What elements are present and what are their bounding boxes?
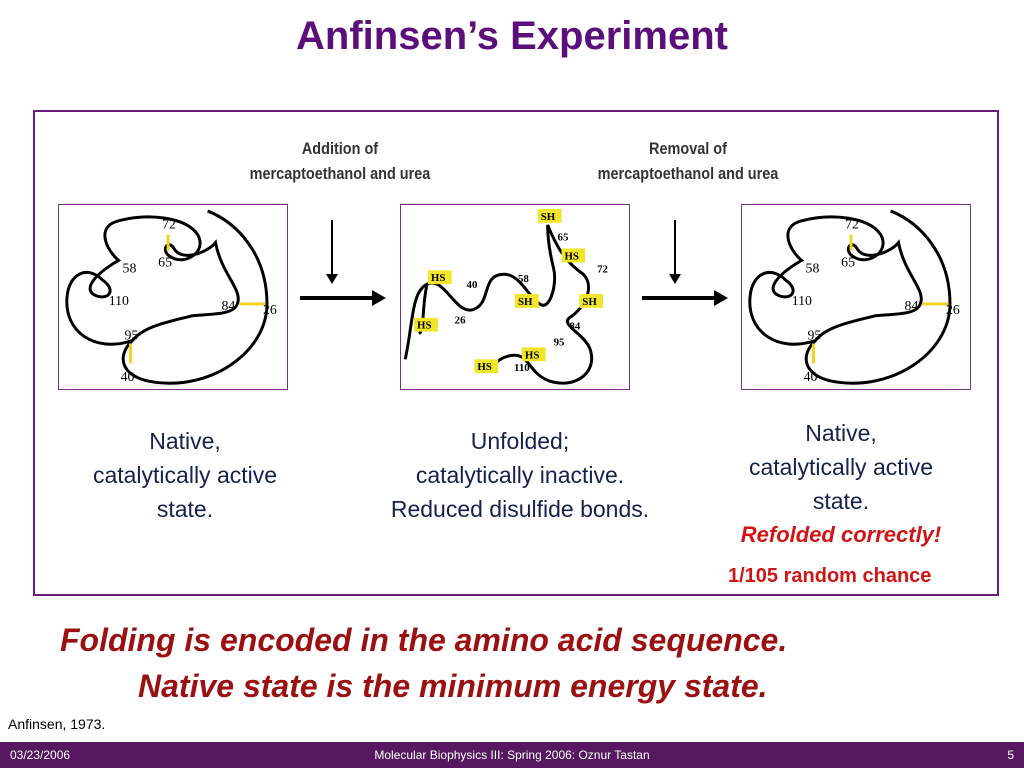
refolded-protein-diagram: 72 65 58 110 84 26 95 40 bbox=[748, 209, 960, 385]
sulfhydryl-label: HS bbox=[564, 250, 579, 262]
sulfhydryl-tag bbox=[561, 248, 586, 263]
sulfhydryl-label: SH bbox=[518, 296, 533, 308]
sulfhydryl-label: HS bbox=[477, 361, 492, 373]
refolded-correctly-note: Refolded correctly! bbox=[740, 522, 942, 547]
refolded-state-line2: catalytically active bbox=[748, 454, 934, 480]
sulfhydryl-tag bbox=[537, 208, 562, 223]
residue-label: 65 bbox=[158, 254, 172, 269]
sulfhydryl-label: HS bbox=[417, 320, 432, 332]
unfolded-state-line3: Reduced disulfide bonds. bbox=[390, 496, 650, 522]
random-chance-note: 1/105 random chance bbox=[728, 565, 932, 587]
sulfhydryl-tag bbox=[515, 294, 539, 308]
residue-label: 72 bbox=[162, 217, 176, 232]
right-arrow-addition bbox=[300, 290, 386, 306]
unfolded-protein-panel: SH HS HS SH SH HS HS HS 65 72 40 58 26 8… bbox=[400, 204, 630, 390]
native-protein-panel: 72 65 58 110 84 26 95 40 bbox=[58, 204, 288, 390]
unfolded-protein-diagram: SH HS HS SH SH HS HS HS 65 72 40 58 26 8… bbox=[403, 208, 608, 385]
step-label-removal-line1: Removal of bbox=[649, 139, 727, 158]
residue-label: 84 bbox=[569, 321, 580, 333]
slide-title: Anfinsen’s Experiment bbox=[296, 14, 728, 58]
native-protein-diagram: 72 65 58 110 84 26 95 40 bbox=[65, 209, 277, 385]
citation: Anfinsen, 1973. bbox=[8, 716, 106, 732]
residue-label: 58 bbox=[123, 260, 137, 275]
refolded-state-description: Native, catalytically active state. Refo… bbox=[706, 416, 976, 552]
residue-label: 58 bbox=[518, 273, 529, 285]
residue-label: 95 bbox=[808, 328, 822, 343]
step-label-addition-line2: mercaptoethanol and urea bbox=[249, 164, 431, 183]
conclusion: Folding is encoded in the amino acid seq… bbox=[60, 617, 1000, 709]
residue-label: 110 bbox=[109, 293, 129, 308]
residue-label: 95 bbox=[554, 336, 565, 348]
down-arrow-removal bbox=[669, 220, 681, 284]
footer-page-number: 5 bbox=[1007, 748, 1014, 762]
native-state-line1: Native, bbox=[149, 428, 221, 454]
native-state-line2: catalytically active bbox=[92, 462, 278, 488]
sulfhydryl-tag bbox=[427, 270, 452, 285]
residue-label: 95 bbox=[125, 328, 139, 343]
refolded-state-line3: state. bbox=[812, 488, 870, 514]
residue-label: 40 bbox=[121, 369, 135, 384]
refolded-state-line1: Native, bbox=[805, 420, 877, 446]
experiment-frame bbox=[33, 110, 999, 596]
step-label-removal: Removal of mercaptoethanol and urea bbox=[573, 136, 803, 186]
residue-label: 84 bbox=[221, 298, 235, 313]
residue-label: 26 bbox=[946, 302, 960, 317]
sulfhydryl-label: HS bbox=[431, 272, 446, 284]
conclusion-line1: Folding is encoded in the amino acid seq… bbox=[60, 622, 788, 658]
residue-label: 26 bbox=[263, 302, 277, 317]
footer-bar: 03/23/2006 Molecular Biophysics III: Spr… bbox=[0, 742, 1024, 768]
refolded-protein-panel: 72 65 58 110 84 26 95 40 bbox=[741, 204, 971, 390]
right-arrow-removal bbox=[642, 290, 728, 306]
native-state-description: Native, catalytically active state. bbox=[60, 424, 310, 526]
residue-label: 84 bbox=[904, 298, 918, 313]
residue-label: 72 bbox=[597, 263, 608, 275]
unfolded-state-description: Unfolded; catalytically inactive. Reduce… bbox=[355, 424, 685, 526]
residue-label: 58 bbox=[806, 260, 820, 275]
down-arrow-addition bbox=[326, 220, 338, 284]
unfolded-state-line2: catalytically inactive. bbox=[415, 462, 625, 488]
residue-label: 26 bbox=[455, 315, 466, 327]
sulfhydryl-label: HS bbox=[525, 349, 540, 361]
footer-date: 03/23/2006 bbox=[10, 748, 71, 762]
native-state-line3: state. bbox=[156, 496, 214, 522]
residue-label: 72 bbox=[845, 217, 859, 232]
sulfhydryl-tag bbox=[474, 359, 499, 374]
residue-label: 110 bbox=[514, 362, 530, 374]
step-label-addition: Addition of mercaptoethanol and urea bbox=[225, 136, 455, 186]
step-label-removal-line2: mercaptoethanol and urea bbox=[597, 164, 779, 183]
residue-label: 40 bbox=[804, 369, 818, 384]
footer-course: Molecular Biophysics III: Spring 2006: O… bbox=[374, 748, 650, 762]
step-label-addition-line1: Addition of bbox=[301, 139, 379, 158]
residue-label: 110 bbox=[792, 293, 812, 308]
residue-label: 65 bbox=[841, 254, 855, 269]
sulfhydryl-tag bbox=[414, 317, 438, 332]
unfolded-state-line1: Unfolded; bbox=[470, 428, 570, 454]
residue-label: 65 bbox=[558, 232, 569, 244]
sulfhydryl-tag bbox=[579, 294, 604, 308]
residue-label: 40 bbox=[467, 279, 478, 291]
sulfhydryl-label: SH bbox=[582, 296, 597, 308]
conclusion-line2: Native state is the minimum energy state… bbox=[138, 668, 768, 704]
sulfhydryl-tag bbox=[521, 347, 546, 362]
sulfhydryl-label: SH bbox=[541, 211, 556, 223]
